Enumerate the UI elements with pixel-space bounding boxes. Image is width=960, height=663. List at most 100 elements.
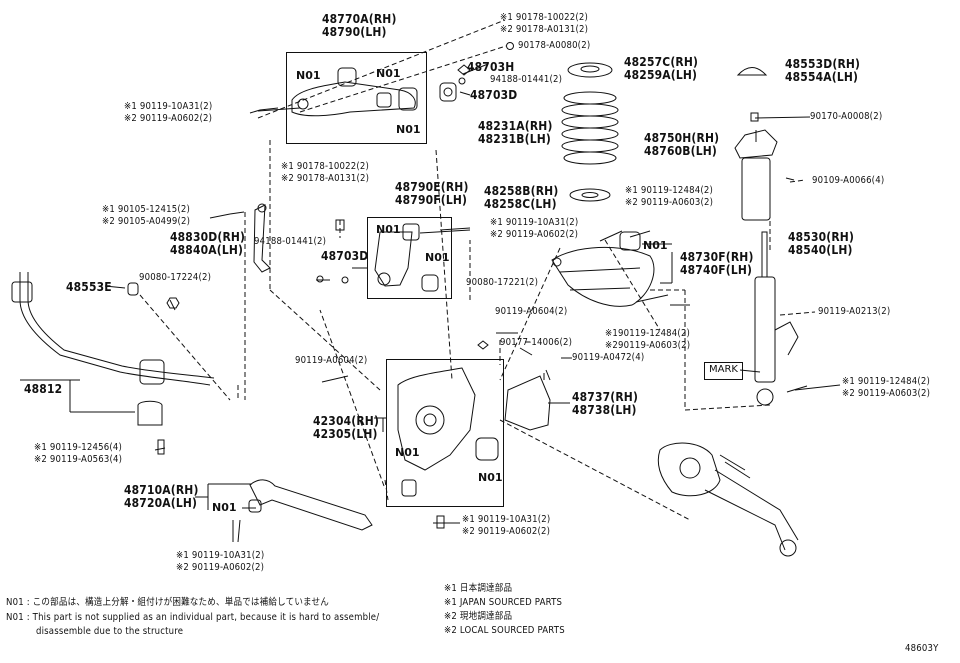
knuckle-42304 xyxy=(397,367,499,497)
nut-90080-17224 xyxy=(166,297,180,309)
part-48750h: 48750H(RH)48760B(LH) xyxy=(644,130,720,158)
bolt-lower-arm: ※1 90119-10A31(2)※2 90119-A0602(2) xyxy=(176,550,265,573)
part-48231a: 48231A(RH)48231B(LH) xyxy=(478,118,553,146)
part-48703d: 48703D xyxy=(470,87,518,102)
bolt-knuckle-low: ※1 90119-10A31(2)※2 90119-A0602(2) xyxy=(462,514,551,537)
dust-shield-48737 xyxy=(504,375,551,431)
bushing-48703d xyxy=(439,82,457,102)
upper-link-48770 xyxy=(291,67,418,117)
part-48737: 48737(RH)48738(LH) xyxy=(572,389,639,417)
dashed-leaders xyxy=(139,19,816,521)
washer-48703d-b xyxy=(341,276,349,284)
bolt-90119-a0604 xyxy=(321,375,349,383)
bolt-90119-0213: 90119-A0213(2) xyxy=(818,306,891,317)
part-48703d-b: 48703D xyxy=(321,248,369,263)
mark-label: MARK xyxy=(704,362,743,380)
diagram-id: 48603Y xyxy=(905,643,939,654)
nut-90178 xyxy=(506,42,514,50)
bolt-94188-a: 94188-01441(2) xyxy=(490,74,563,85)
lower-arm-48710 xyxy=(248,479,373,531)
coil-spring-48231 xyxy=(561,91,619,165)
bolt-90109 xyxy=(785,177,795,181)
bolt-top1: ※1 90178-10022(2)※2 90178-A0131(2) xyxy=(500,12,589,35)
nut-90080-17221 xyxy=(552,257,562,267)
n01-label: N01 xyxy=(296,69,321,82)
part-48530: 48530(RH)48540(LH) xyxy=(788,229,855,257)
part-48710a: 48710A(RH)48720A(LH) xyxy=(124,482,199,510)
bushing-48553e xyxy=(127,282,139,296)
part-48812: 48812 xyxy=(24,381,63,396)
bolt-90177: 90177-14006(2) xyxy=(500,337,573,348)
group-box-42304 xyxy=(386,359,504,507)
note-n01-en-2: disassemble due to the structure xyxy=(36,626,184,637)
bolt-shock-low xyxy=(786,385,808,393)
spring-seat-upper xyxy=(567,62,613,78)
n01-label: N01 xyxy=(376,223,401,236)
shock-absorber-48530 xyxy=(754,231,799,406)
solid-leaders xyxy=(20,63,841,543)
bolt-ll-right: ※190119-12484(2)※290119-A0603(2) xyxy=(605,328,691,351)
note-s1-jp: ※1 日本調達部品 xyxy=(444,583,513,594)
bolt-stab xyxy=(157,439,165,455)
note-s1-en: ※1 JAPAN SOURCED PARTS xyxy=(444,597,563,608)
part-48553d: 48553D(RH)48554A(LH) xyxy=(785,56,861,84)
part-48830d: 48830D(RH)48840A(LH) xyxy=(170,229,246,257)
bolt-90119-0604-a: 90119-A0604(2) xyxy=(495,306,568,317)
part-48258b: 48258B(RH)48258C(LH) xyxy=(484,183,559,211)
washer-94188-b xyxy=(316,275,324,283)
bolt-90119-a0472 xyxy=(545,369,551,381)
upper-arm-48730 xyxy=(551,231,655,307)
stabilizer-bar-48812 xyxy=(11,272,215,426)
drive-shaft-assembly xyxy=(657,442,799,557)
link-48830 xyxy=(253,203,271,273)
n01-label: N01 xyxy=(376,67,401,80)
bolt-90170: 90170-A0008(2) xyxy=(810,111,883,122)
bolt-90109: 90109-A0066(4) xyxy=(812,175,885,186)
bolt-90119-0604-b: 90119-A0604(2) xyxy=(295,355,368,366)
bolt-ua-mid: ※1 90119-10A31(2)※2 90119-A0602(2) xyxy=(490,217,579,240)
part-48703h: 48703H xyxy=(467,59,515,74)
bolt-48830: ※1 90105-12415(2)※2 90105-A0499(2) xyxy=(102,204,191,227)
n01-label: N01 xyxy=(395,446,420,459)
bolt-stab: ※1 90119-12456(4)※2 90119-A0563(4) xyxy=(34,442,123,465)
part-48553e: 48553E xyxy=(66,279,112,294)
note-n01-jp: N01 : この部品は、構造上分解・組付けが困難なため、単品では補給していません xyxy=(6,597,329,608)
group-box-48790e xyxy=(367,217,452,299)
link-48790e xyxy=(374,223,439,292)
part-48730f: 48730F(RH)48740F(LH) xyxy=(680,249,754,277)
bolt-upper xyxy=(249,107,279,114)
part-42304: 42304(RH)42305(LH) xyxy=(313,413,380,441)
part-48770a: 48770A(RH)48790(LH) xyxy=(322,11,397,39)
n01-label: N01 xyxy=(478,471,503,484)
bolt-90080-b: 90080-17221(2) xyxy=(466,277,539,288)
note-s2-en: ※2 LOCAL SOURCED PARTS xyxy=(444,625,565,636)
spring-seat-lower xyxy=(569,188,611,202)
spring-seat-upper-hole xyxy=(580,65,600,73)
bolt-ll-right xyxy=(635,294,669,303)
bolt-94188-b: 94188-01441(2) xyxy=(254,236,327,247)
part-48257c: 48257C(RH)48259A(LH) xyxy=(624,54,699,82)
nut-90177 xyxy=(477,340,489,350)
n01-label: N01 xyxy=(396,123,421,136)
spring-seat-lower-hole xyxy=(581,192,599,198)
bolt-ua-right: ※1 90119-12484(2)※2 90119-A0603(2) xyxy=(625,185,714,208)
bolt-90119-0472: 90119-A0472(4) xyxy=(572,352,645,363)
n01-label: N01 xyxy=(425,251,450,264)
bolt-knuckle-low xyxy=(436,515,445,529)
part-48790e: 48790E(RH)48790F(LH) xyxy=(395,179,469,207)
bolt-shock-low: ※1 90119-12484(2)※2 90119-A0603(2) xyxy=(842,376,931,399)
bolt-ua-right xyxy=(629,230,651,238)
bolt-ua-mid xyxy=(439,227,471,231)
note-n01-en-1: N01 : This part is not supplied as an in… xyxy=(6,612,380,623)
bolt-48830 xyxy=(229,211,245,215)
bolt-top-left: ※1 90119-10A31(2)※2 90119-A0602(2) xyxy=(124,101,213,124)
cap-48553d xyxy=(736,67,768,76)
n01-label: N01 xyxy=(643,239,668,252)
nut-mid xyxy=(335,219,345,231)
nut-48703h xyxy=(457,64,471,76)
group-box-48770 xyxy=(286,52,427,144)
nut-90170 xyxy=(750,112,759,122)
bolt-top2: 90178-A0080(2) xyxy=(518,40,591,51)
